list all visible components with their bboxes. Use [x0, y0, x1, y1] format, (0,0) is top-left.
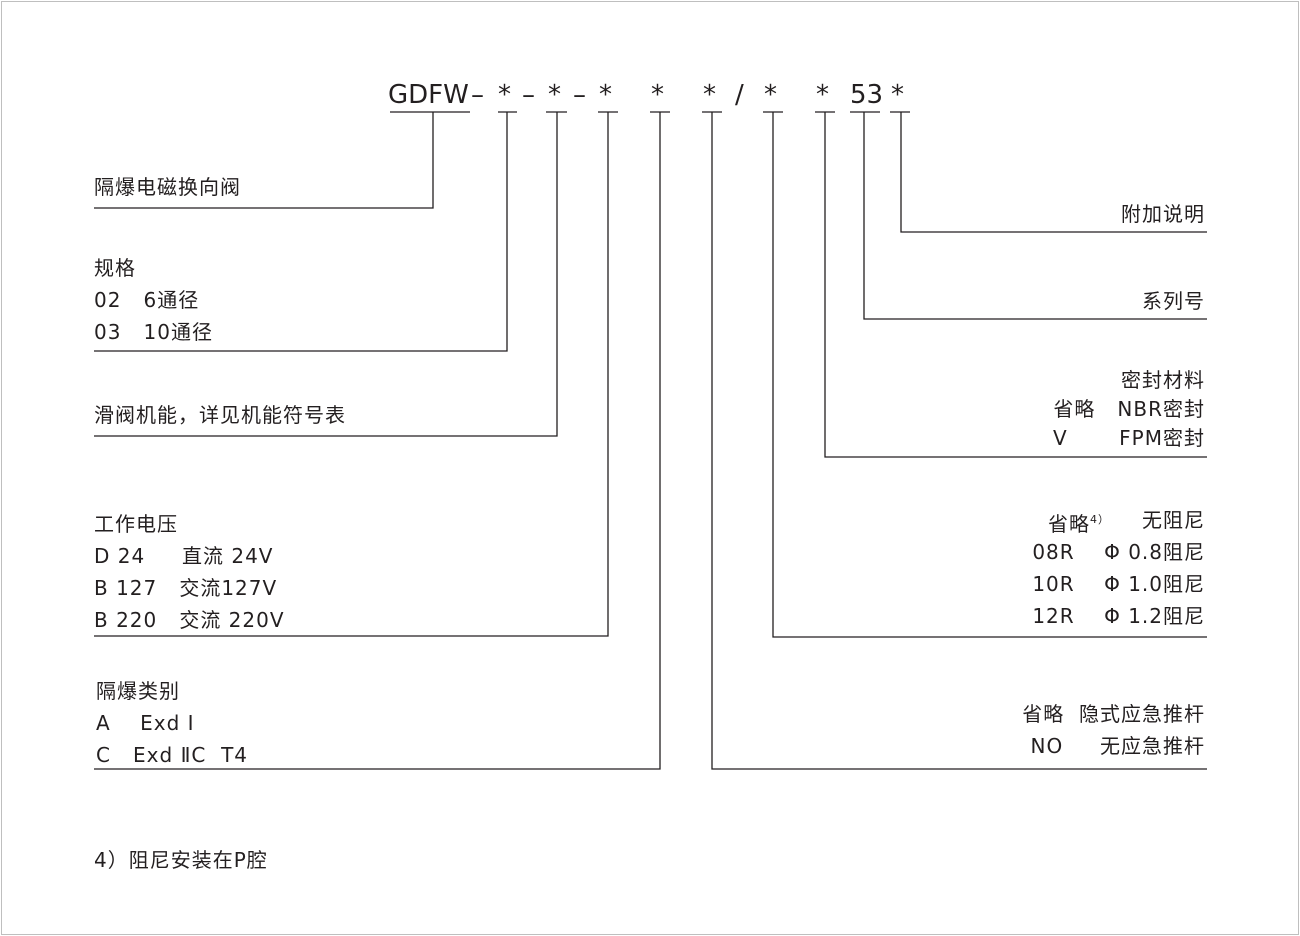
damping-first-right: 无阻尼 — [1142, 508, 1205, 532]
leader-function — [94, 112, 558, 437]
spec-title: 规格 — [94, 256, 136, 280]
leader-damping — [772, 112, 1207, 638]
code-star-seal: * — [816, 80, 829, 110]
explosion-title: 隔爆类别 — [96, 679, 180, 703]
damping-option: 08R Φ 0.8阻尼 — [1032, 540, 1205, 564]
type-label: 隔爆电磁换向阀 — [94, 175, 241, 199]
code-star-damping: * — [764, 80, 777, 110]
code-star-additional: * — [891, 80, 904, 110]
series-label: 系列号 — [1142, 289, 1205, 313]
model-prefix: GDFW — [388, 80, 469, 110]
leader-seal — [824, 112, 1207, 458]
code-dash-1: – — [471, 80, 484, 110]
damping-first-left: 省略4） — [1048, 512, 1110, 536]
leader-type — [94, 112, 434, 209]
code-slash: / — [735, 80, 744, 110]
leader-voltage — [94, 112, 609, 637]
code-star-pushrod: * — [703, 80, 716, 110]
code-dash-2: – — [522, 80, 535, 110]
pushrod-option: 省略 隐式应急推杆 — [1022, 702, 1205, 726]
damping-option: 10R Φ 1.0阻尼 — [1032, 572, 1205, 596]
voltage-option: B 127 交流127V — [94, 576, 278, 600]
leader-spec — [94, 112, 508, 352]
footnote-marker: 4） — [1090, 513, 1110, 526]
leader-pushrod — [711, 112, 1207, 770]
code-star-voltage: * — [599, 80, 612, 110]
leader-series — [863, 112, 1207, 320]
voltage-option: B 220 交流 220V — [94, 608, 285, 632]
damping-option: 12R Φ 1.2阻尼 — [1032, 604, 1205, 628]
leader-additional — [900, 112, 1207, 233]
seal-title: 密封材料 — [1121, 368, 1205, 392]
voltage-title: 工作电压 — [94, 512, 178, 536]
function-label: 滑阀机能，详见机能符号表 — [94, 403, 346, 427]
seal-option: 省略 NBR密封 — [1053, 397, 1205, 421]
explosion-option: A Exd Ⅰ — [96, 711, 195, 735]
code-series-53: 53 — [850, 80, 884, 110]
explosion-option: C Exd ⅡC T4 — [96, 743, 249, 767]
spec-option: 03 10通径 — [94, 320, 213, 344]
pushrod-option: NO 无应急推杆 — [1030, 734, 1205, 758]
leader-explosion — [94, 112, 661, 770]
code-star-function: * — [548, 80, 561, 110]
additional-label: 附加说明 — [1121, 202, 1205, 226]
footnote: 4）阻尼安装在P腔 — [94, 848, 268, 872]
spec-option: 02 6通径 — [94, 288, 200, 312]
voltage-option: D 24 直流 24V — [94, 544, 274, 568]
code-star-explosion: * — [651, 80, 664, 110]
code-star-spec: * — [498, 80, 511, 110]
seal-option: V FPM密封 — [1052, 426, 1205, 450]
code-dash-3: – — [573, 80, 586, 110]
